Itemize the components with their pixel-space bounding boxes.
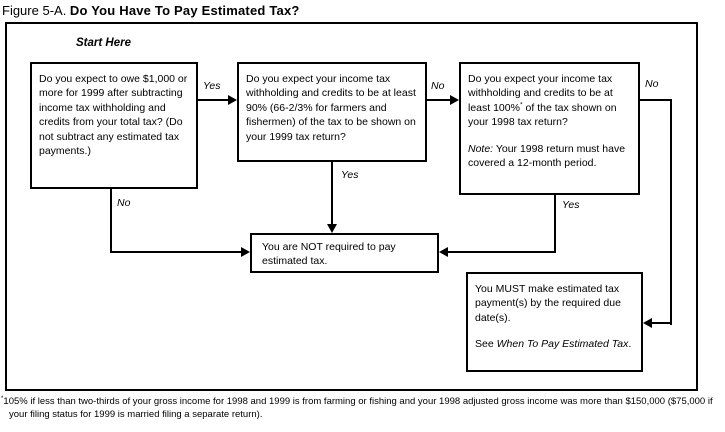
question-box-note: Note: Your 1998 return must have covered…: [468, 142, 631, 171]
edge-label-no-q2-q3: No: [431, 80, 445, 92]
note-text: Your 1998 return must have covered a 12-…: [468, 142, 626, 170]
arrowhead-q3-not-icon: [439, 247, 448, 257]
connector-q3-must-bottom-line: [652, 322, 672, 324]
connector-q2-q3-line: [427, 99, 452, 101]
edge-label-no-q3-must: No: [645, 78, 659, 90]
question-box-90-percent: Do you expect your income tax withholdin…: [237, 62, 427, 162]
connector-q3-not-horizontal-line: [448, 251, 556, 253]
start-here-label: Start Here: [76, 37, 131, 49]
flowchart-frame: [5, 22, 698, 391]
outcome-box-not-required: You are NOT required to pay estimated ta…: [250, 233, 439, 273]
footnote-marker: *: [1, 394, 4, 402]
question-box-100-percent-text: Do you expect your income tax withholdin…: [468, 72, 631, 130]
connector-q3-must-top-line: [640, 99, 672, 101]
arrowhead-q2-q3-icon: [450, 95, 459, 105]
question-box-owe-1000: Do you expect to owe $1,000 or more for …: [30, 62, 198, 189]
see-prefix: See: [475, 338, 497, 351]
outcome-must-pay-see: See When To Pay Estimated Tax.: [475, 337, 634, 351]
see-reference: When To Pay Estimated Tax: [496, 338, 629, 351]
figure-title-text: Do You Have To Pay Estimated Tax?: [69, 3, 300, 18]
connector-q3-must-vertical-line: [670, 99, 672, 325]
arrowhead-q1-q2-icon: [228, 95, 237, 105]
edge-label-yes-q1-q2: Yes: [203, 80, 221, 92]
figure-label: Figure 5-A.: [2, 3, 70, 18]
edge-label-yes-q3-not: Yes: [562, 199, 580, 211]
q3-text-after-sup: of the tax shown on your 1998 tax return…: [468, 101, 617, 129]
connector-q1-not-horizontal-line: [110, 251, 241, 253]
outcome-not-required-text: You are NOT required to pay estimated ta…: [262, 241, 396, 268]
connector-q3-not-vertical-line: [554, 195, 556, 253]
asterisk-superscript: *: [519, 101, 523, 109]
arrowhead-q2-not-icon: [327, 224, 337, 233]
connector-q1-not-vertical-line: [110, 189, 112, 253]
arrowhead-q1-not-icon: [241, 247, 250, 257]
question-box-owe-1000-text: Do you expect to owe $1,000 or more for …: [39, 73, 188, 158]
connector-q1-q2-line: [198, 99, 230, 101]
question-box-90-percent-text: Do you expect your income tax withholdin…: [246, 73, 416, 143]
edge-label-no-q1-not: No: [117, 197, 131, 209]
outcome-must-pay-text: You MUST make estimated tax payment(s) b…: [475, 283, 621, 324]
footnote-text: 105% if less than two-thirds of your gro…: [3, 396, 713, 420]
footnote: *105% if less than two-thirds of your gr…: [1, 394, 723, 422]
outcome-box-must-pay: You MUST make estimated tax payment(s) b…: [466, 272, 643, 372]
see-suffix: .: [628, 338, 632, 351]
arrowhead-q3-must-icon: [643, 318, 652, 328]
question-box-100-percent: Do you expect your income tax withholdin…: [459, 62, 640, 195]
note-label: Note:: [468, 142, 494, 155]
connector-q2-not-vertical-line: [331, 162, 333, 225]
q3-text-before-sup: Do you expect your income tax withholdin…: [468, 73, 613, 114]
figure-title: Figure 5-A. Do You Have To Pay Estimated…: [2, 3, 300, 18]
edge-label-yes-q2-not: Yes: [341, 169, 359, 181]
